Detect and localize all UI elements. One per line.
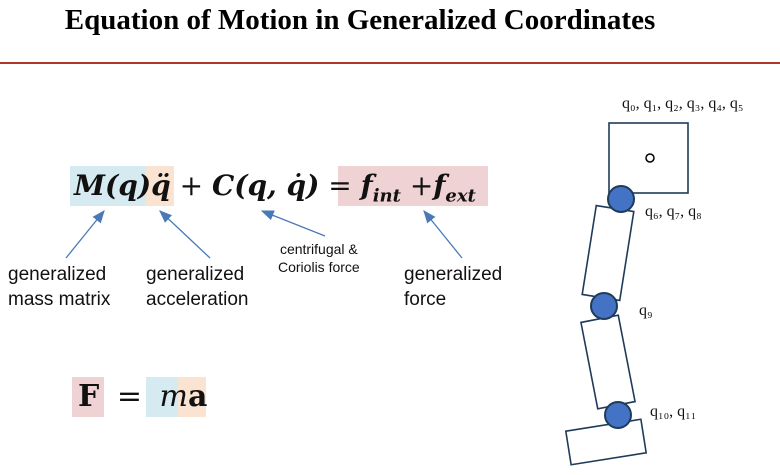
base-origin-marker — [645, 153, 655, 163]
newton-equation: F = ma — [78, 377, 207, 417]
coriolis-arrow — [260, 210, 326, 237]
f-ext-sub: ext — [445, 185, 476, 207]
acceleration-arrow — [159, 210, 211, 259]
joint-1-label: q₆, q₇, q₈ — [645, 203, 702, 220]
joint-3-label: q₁₀, q₁₁ — [650, 403, 697, 420]
mass-matrix-label: generalized mass matrix — [8, 264, 111, 310]
joint-1 — [607, 185, 635, 213]
joint-2-label: q₉ — [639, 302, 653, 319]
newton-f-highlight — [72, 377, 104, 417]
f-int-sub: int — [372, 185, 401, 207]
base-joint-label: q₀, q₁, q₂, q₃, q₄, q₅ — [622, 95, 744, 112]
newton-a-highlight — [178, 377, 206, 417]
coriolis-term: C(q, q̇) — [211, 169, 320, 202]
slide-title: Equation of Motion in Generalized Coordi… — [64, 4, 656, 36]
acceleration-highlight — [146, 166, 174, 206]
force-label: generalized force — [404, 264, 503, 310]
newton-f: F — [78, 379, 100, 414]
f-ext-base: f — [433, 169, 446, 202]
mass-term: M(q) — [74, 169, 152, 202]
f-int-base: f — [360, 169, 373, 202]
title-rule — [0, 62, 780, 64]
newton-equals: = — [116, 379, 142, 414]
acceleration-label: generalized acceleration — [146, 264, 249, 310]
acceleration-term: q̈ — [151, 169, 171, 202]
newton-a: a — [188, 379, 208, 414]
newton-m-highlight — [146, 377, 178, 417]
mass-highlight — [70, 166, 146, 206]
lower-link — [580, 314, 636, 410]
equals-sign: = — [328, 169, 352, 202]
foot-link — [564, 418, 648, 466]
equation: M(q)q̈ + C(q, q̇) = fint +fext — [74, 166, 476, 207]
upper-link — [581, 204, 635, 302]
joint-3 — [604, 401, 632, 429]
newton-m: m — [159, 379, 188, 414]
force-highlight — [338, 166, 488, 206]
joint-2 — [590, 292, 618, 320]
plus-sign: + — [179, 169, 204, 202]
force-arrow — [423, 209, 463, 259]
mass-arrow — [65, 209, 105, 259]
coriolis-label: centrifugal & Coriolis force — [278, 241, 360, 275]
plus-sign-2: + — [409, 169, 434, 202]
